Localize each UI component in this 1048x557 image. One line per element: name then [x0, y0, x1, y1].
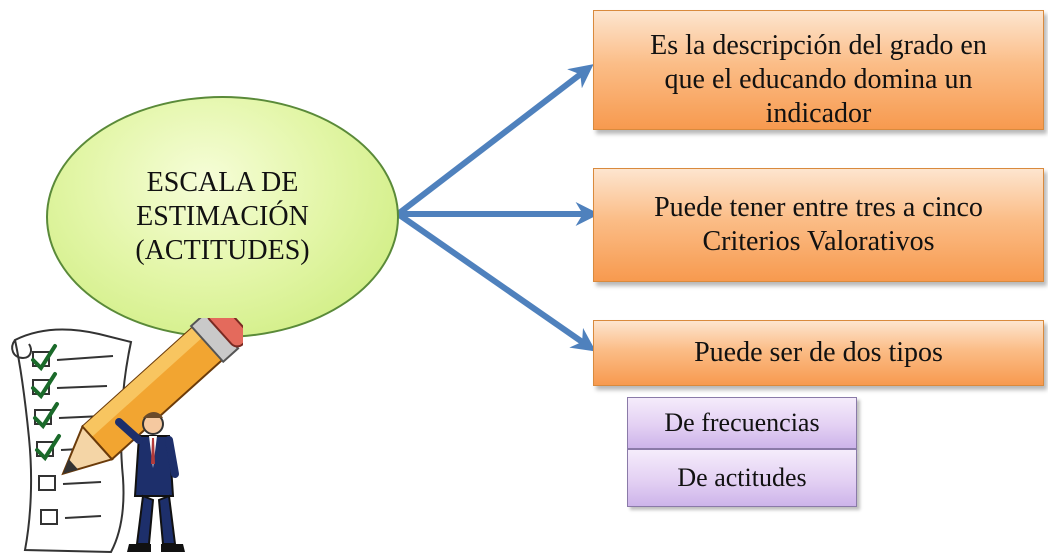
- description-box: Es la descripción del grado en que el ed…: [593, 10, 1044, 130]
- types-box: Puede ser de dos tipos: [593, 320, 1044, 386]
- type-frequencies-label: De frecuencias: [664, 408, 820, 437]
- criteria-text: Puede tener entre tres a cinco Criterios…: [654, 191, 983, 259]
- description-line2: que el educando domina un: [664, 64, 973, 95]
- central-label-line1: ESCALA DE: [146, 167, 299, 198]
- description-text: Es la descripción del grado en que el ed…: [650, 29, 987, 129]
- central-concept-label: ESCALA DE ESTIMACIÓN (ACTITUDES): [135, 166, 309, 268]
- description-line1: Es la descripción del grado en: [650, 30, 987, 61]
- arrow-to-description: [396, 64, 594, 217]
- description-line3: indicador: [765, 98, 872, 129]
- central-concept-ellipse: ESCALA DE ESTIMACIÓN (ACTITUDES): [46, 96, 399, 338]
- central-label-line2: ESTIMACIÓN: [136, 201, 309, 232]
- types-text: Puede ser de dos tipos: [694, 337, 943, 368]
- criteria-line2: Criterios Valorativos: [702, 226, 935, 257]
- type-attitudes-label: De actitudes: [677, 463, 807, 492]
- checklist-pencil-man-icon: [11, 318, 243, 554]
- arrow-to-types: [396, 211, 596, 352]
- criteria-box: Puede tener entre tres a cinco Criterios…: [593, 168, 1044, 282]
- type-frequencies-box: De frecuencias: [627, 397, 857, 449]
- type-attitudes-box: De actitudes: [627, 449, 857, 507]
- central-label-line3: (ACTITUDES): [135, 235, 310, 266]
- criteria-line1: Puede tener entre tres a cinco: [654, 192, 983, 223]
